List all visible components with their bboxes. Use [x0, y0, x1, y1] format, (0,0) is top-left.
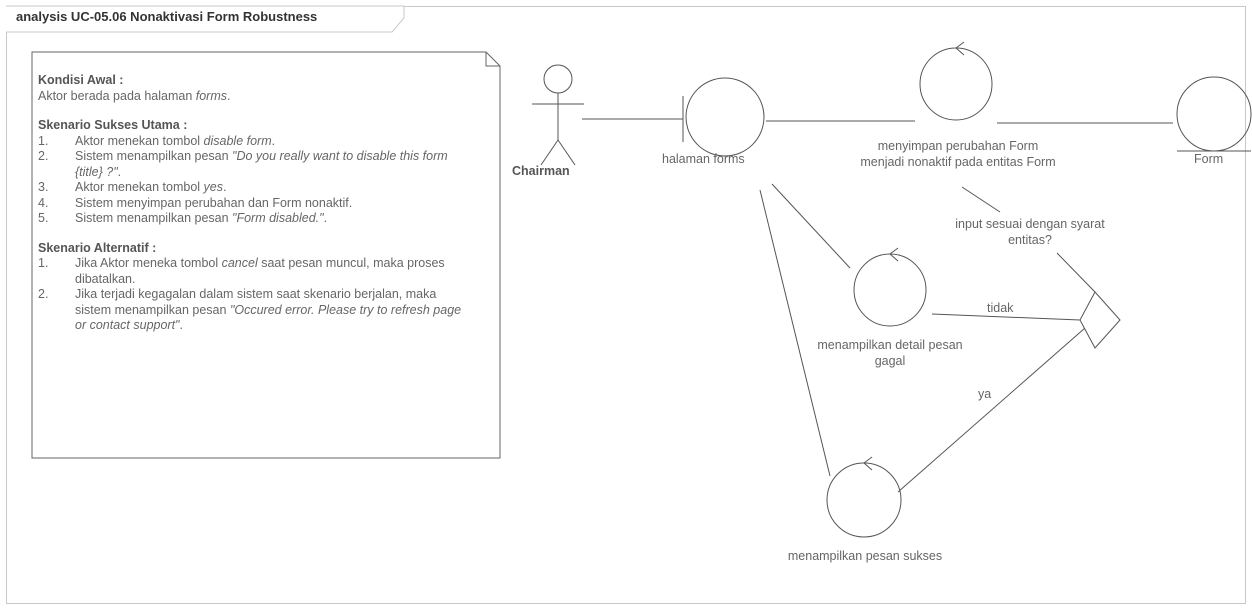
control-save-icon[interactable]: [919, 41, 993, 121]
scenario-note: [31, 51, 501, 459]
boundary-icon[interactable]: [682, 77, 765, 157]
control-save-label: menyimpan perubahan Form menjadi nonakti…: [860, 139, 1056, 169]
actor-label: Chairman: [512, 164, 570, 178]
edge-decision-fail: [931, 313, 1081, 321]
edge-decision-success: [897, 327, 1086, 493]
control-success-label: menampilkan pesan sukses: [787, 549, 943, 563]
edge-boundary-fail: [771, 183, 851, 269]
edge-save-to-decision-label: [961, 186, 1001, 213]
kondisi-awal-text: Aktor berada pada halaman forms.: [38, 88, 231, 103]
sukses-item: 3.Aktor menekan tombol yes.: [38, 180, 227, 194]
entity-label: Form: [1194, 152, 1224, 166]
edge-label-no: tidak: [987, 301, 1014, 315]
decision-diamond[interactable]: [1079, 291, 1121, 349]
alternatif-item: 1.Jika Aktor meneka tombol cancel saat p…: [38, 256, 445, 286]
note-content: Kondisi Awal : Aktor berada pada halaman…: [38, 73, 494, 334]
edge-boundary-success: [759, 189, 831, 477]
control-fail-icon[interactable]: [853, 247, 927, 327]
sukses-item: 1.Aktor menekan tombol disable form.: [38, 133, 276, 148]
sukses-item: 5.Sistem menampilkan pesan "Form disable…: [38, 211, 328, 225]
alternatif-item: 2.Jika terjadi kegagalan dalam sistem sa…: [38, 287, 462, 332]
actor-icon[interactable]: [532, 64, 584, 166]
sukses-heading: Skenario Sukses Utama :: [38, 118, 188, 132]
diagram-title: analysis UC-05.06 Nonaktivasi Form Robus…: [16, 9, 318, 24]
note-fold: [485, 52, 500, 67]
frame-tab: [6, 5, 405, 33]
control-success-icon[interactable]: [826, 456, 902, 538]
sukses-item: 2.Sistem menampilkan pesan "Do you reall…: [38, 149, 448, 179]
kondisi-awal-heading: Kondisi Awal :: [38, 73, 124, 87]
edge-label-yes: ya: [978, 387, 992, 401]
alternatif-heading: Skenario Alternatif :: [38, 240, 157, 255]
edge-label-to-decision: [1056, 252, 1096, 293]
control-fail-label: menampilkan detail pesan gagal: [817, 338, 963, 368]
decision-label: input sesuai dengan syarat entitas?: [955, 217, 1105, 247]
boundary-label: halaman forms: [662, 152, 745, 166]
sukses-item: 4.Sistem menyimpan perubahan dan Form no…: [38, 195, 353, 210]
entity-icon[interactable]: [1176, 76, 1252, 152]
